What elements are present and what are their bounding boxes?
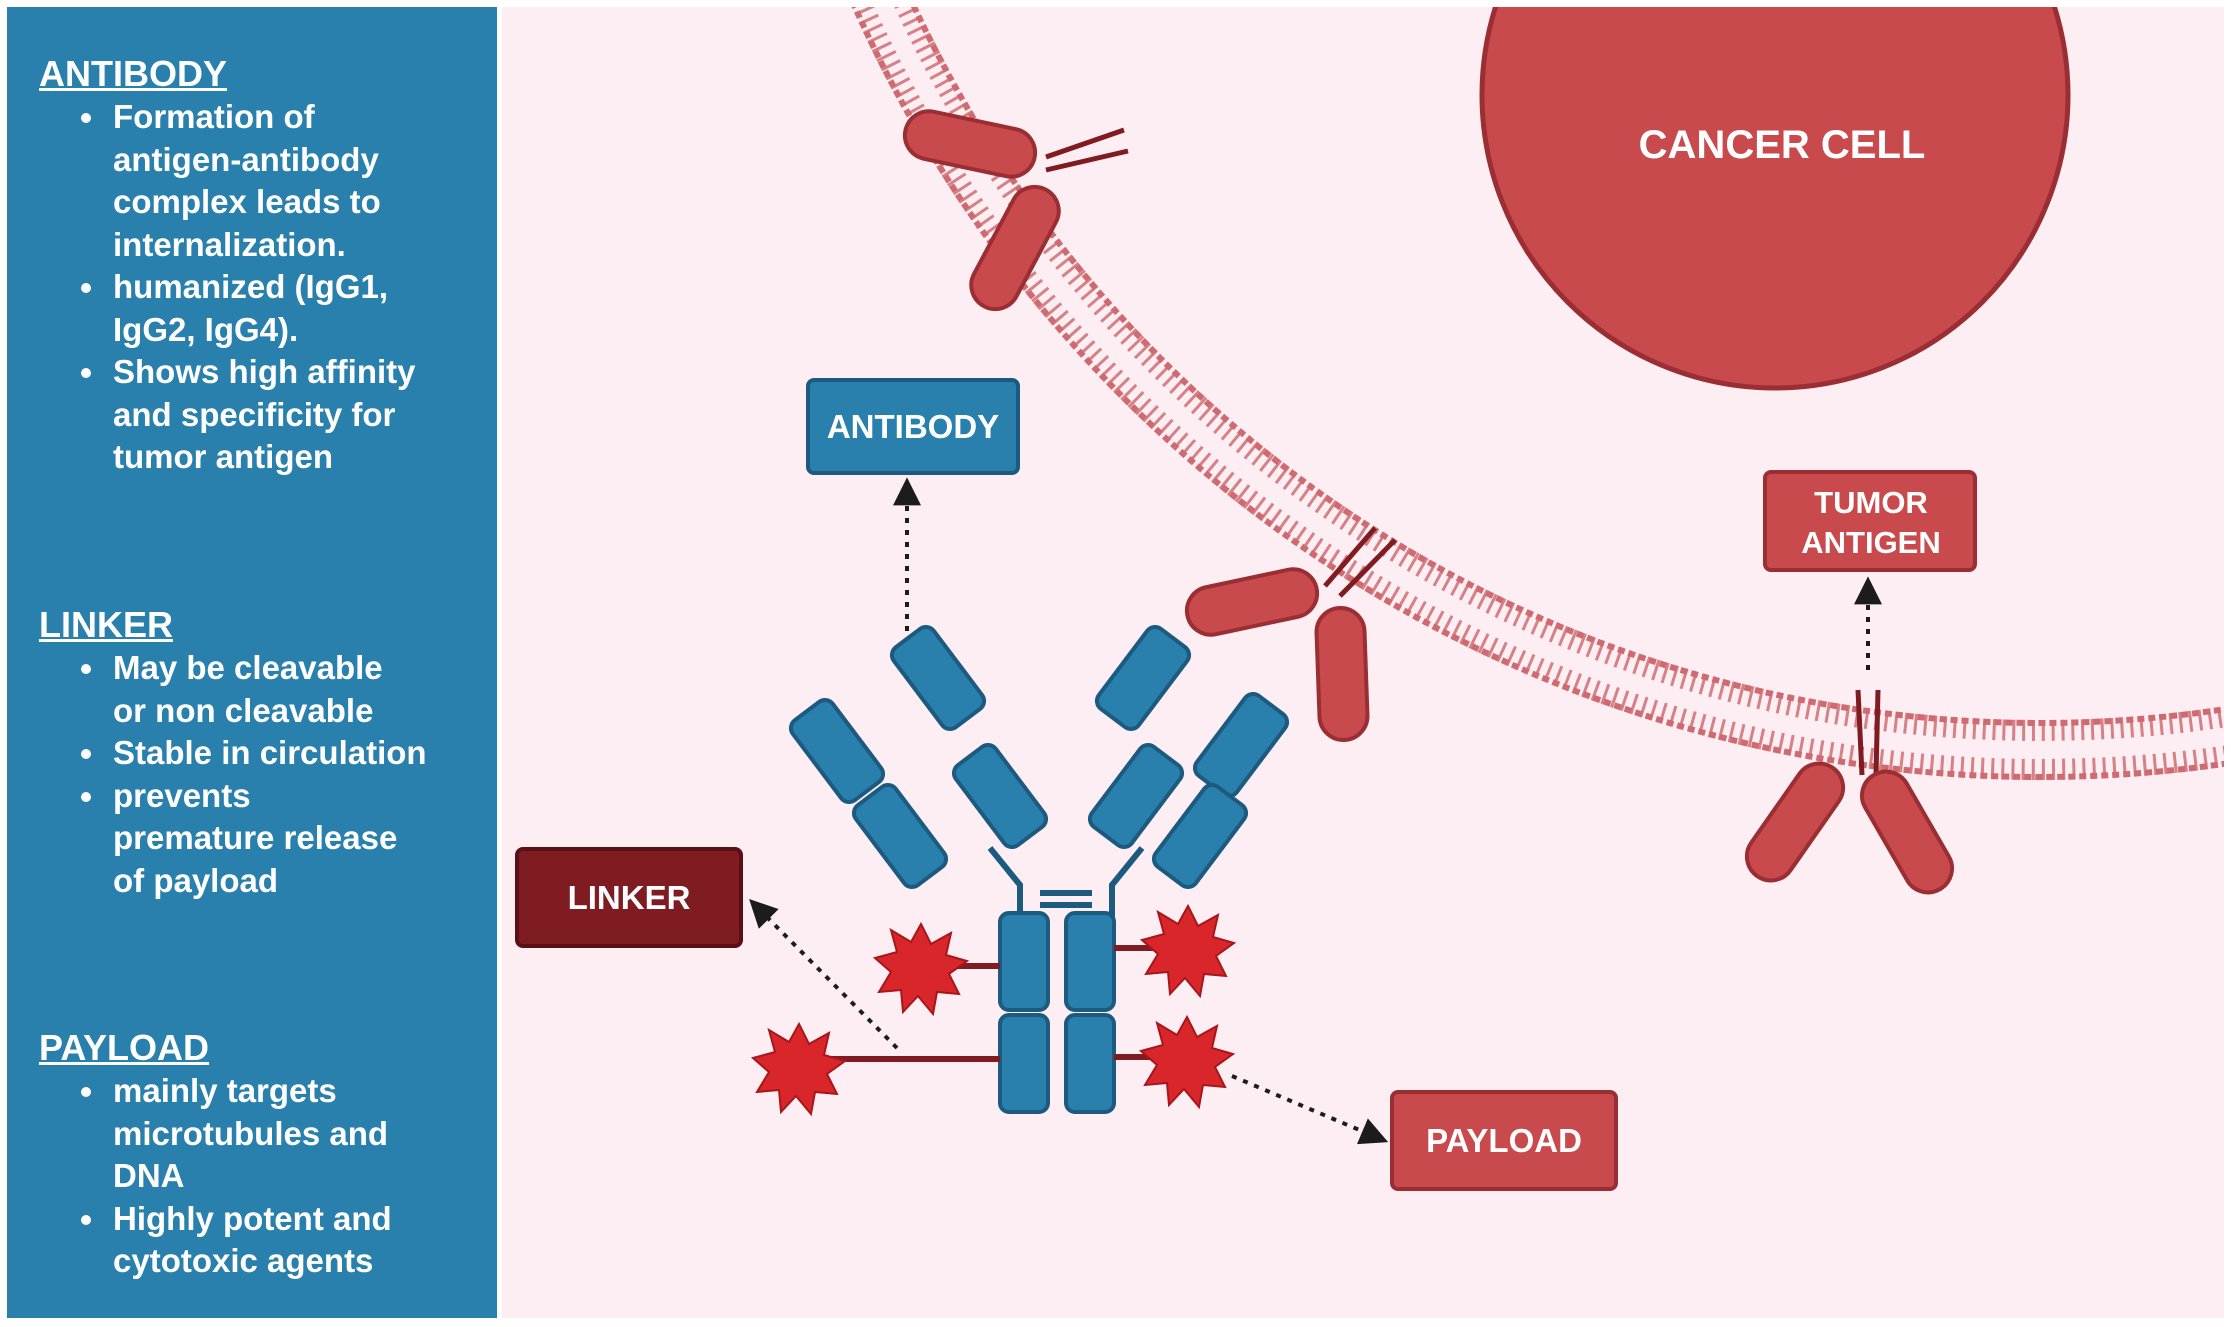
list-item: Stable in circulation: [79, 732, 489, 775]
antibody-section: ANTIBODY Formation of antigen-antibody c…: [39, 52, 489, 479]
list-item: Highly potent and cytotoxic agents: [79, 1198, 489, 1283]
payload-star: [872, 921, 970, 1017]
payload-star: [1139, 903, 1237, 999]
payload-label: PAYLOAD: [1426, 1122, 1582, 1159]
antibody-list: Formation of antigen-antibody complex le…: [39, 96, 489, 479]
cancer-cell-label: CANCER CELL: [1639, 123, 1926, 167]
list-item: humanized (IgG1, IgG2, IgG4).: [79, 266, 489, 351]
payload-section: PAYLOAD mainly targets microtubules and …: [39, 1026, 489, 1283]
linker-label-box: LINKER: [515, 847, 743, 948]
list-item: May be cleavable or non cleavable: [79, 647, 489, 732]
adc-antibody: [788, 625, 1290, 1114]
payload-label-box: PAYLOAD: [1390, 1090, 1618, 1191]
linker-section: LINKER May be cleavable or non cleavable…: [39, 603, 489, 902]
antibody-section-title: ANTIBODY: [39, 53, 227, 94]
antibody-label: ANTIBODY: [827, 408, 999, 445]
bound-antibody: [1184, 526, 1397, 742]
payload-drug: [750, 903, 1237, 1117]
payload-star: [750, 1021, 848, 1117]
diagram-canvas: CANCER CELL: [502, 7, 2224, 1318]
payload-list: mainly targets microtubules and DNA High…: [39, 1070, 489, 1283]
antibody-label-box: ANTIBODY: [806, 378, 1020, 475]
linker-arrow: [749, 899, 899, 1050]
tumor-antigen-label-box: TUMOR ANTIGEN: [1763, 470, 1977, 572]
list-item: Formation of antigen-antibody complex le…: [79, 96, 489, 266]
adc-diagram: CANCER CELL: [515, 7, 2224, 1191]
cancer-cell: [1479, 7, 2071, 391]
linker-list: May be cleavable or non cleavable Stable…: [39, 647, 489, 902]
linker-section-title: LINKER: [39, 604, 173, 645]
tumor-antigen-label-line-1: TUMOR: [1814, 485, 1928, 520]
list-item: prevents premature release of payload: [79, 775, 489, 903]
payload-star: [1138, 1014, 1236, 1110]
payload-arrow: [1231, 1074, 1389, 1145]
bound-antibody: [902, 109, 1129, 312]
cell-membrane: [851, 7, 2224, 780]
linker-label: LINKER: [568, 879, 691, 916]
payload-section-title: PAYLOAD: [39, 1027, 210, 1068]
tumor-antigen-label-line-2: ANTIGEN: [1801, 525, 1941, 560]
sidebar: ANTIBODY Formation of antigen-antibody c…: [7, 7, 497, 1318]
list-item: mainly targets microtubules and DNA: [79, 1070, 489, 1198]
bound-antibody: [1744, 689, 1954, 895]
list-item: Shows high affinity and specificity for …: [79, 351, 489, 479]
